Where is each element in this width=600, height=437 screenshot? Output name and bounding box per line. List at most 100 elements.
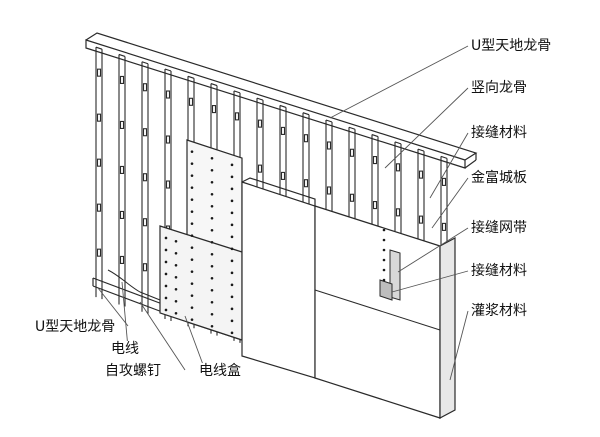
- leader-electric-box: [184, 315, 206, 371]
- screw-dot: [382, 238, 386, 242]
- screw-dot: [164, 236, 168, 240]
- top-u-track: [85, 32, 478, 169]
- screw-dot: [190, 270, 194, 273]
- screw-dot: [382, 228, 386, 232]
- screw-dot: [230, 187, 234, 191]
- screw-dot: [210, 240, 214, 244]
- screw-dot: [190, 150, 194, 153]
- screw-dot: [164, 260, 168, 264]
- leader-u-track-bottom: [97, 287, 129, 327]
- screw-dot: [382, 248, 386, 252]
- screw-dot: [174, 299, 178, 303]
- screw-dot: [174, 263, 178, 267]
- screw-dot: [164, 248, 168, 252]
- screw-dot: [190, 234, 194, 237]
- screw-dot: [230, 175, 234, 179]
- leader-grout-material: [449, 310, 469, 381]
- screw-dot: [190, 282, 194, 285]
- label-self-tapping-screw: 自攻螺钉: [104, 363, 162, 379]
- screw-dot: [210, 300, 214, 304]
- screw-dot: [190, 162, 194, 165]
- label-joint-material-2: 接缝材料: [470, 263, 528, 279]
- label-joint-material-1: 接缝材料: [470, 125, 528, 141]
- joint-tape-strip: [314, 249, 441, 331]
- screw-dot: [230, 223, 234, 227]
- screw-dot: [174, 311, 178, 315]
- screw-dot: [210, 228, 214, 232]
- right-board-panel: [241, 177, 456, 419]
- label-electric-wire: 电线: [110, 341, 140, 357]
- self-tapping-screws: [164, 150, 386, 335]
- screw-dot: [210, 276, 214, 280]
- vertical-stud: [118, 53, 126, 307]
- leader-vertical-stud: [384, 87, 469, 169]
- screw-dot: [164, 296, 168, 300]
- bottom-u-track: [92, 277, 166, 314]
- screw-dot: [230, 211, 234, 215]
- screw-dot: [210, 324, 214, 328]
- screw-dot: [210, 216, 214, 220]
- screw-dot: [190, 222, 194, 225]
- screw-dot: [210, 252, 214, 256]
- screw-dot: [190, 174, 194, 177]
- screw-dot: [230, 247, 234, 251]
- leader-joint-material-2: [391, 270, 469, 293]
- center-panel: [241, 181, 316, 379]
- screw-dot: [174, 251, 178, 255]
- screw-dot: [230, 283, 234, 287]
- screw-dot: [210, 192, 214, 196]
- screw-dot: [210, 180, 214, 184]
- label-grout-material: 灌浆材料: [470, 303, 528, 319]
- leader-lines: [97, 45, 469, 381]
- screw-dot: [190, 210, 194, 213]
- leader-joint-material-1: [429, 132, 469, 199]
- screw-dot: [230, 271, 234, 275]
- leader-screw: [139, 301, 186, 371]
- screw-dot: [210, 288, 214, 292]
- screw-dot: [230, 331, 234, 335]
- screw-dot: [190, 258, 194, 261]
- leader-joint-tape: [397, 227, 469, 273]
- screw-dot: [190, 246, 194, 249]
- screw-dot: [382, 268, 386, 272]
- screw-dot: [230, 199, 234, 203]
- leader-board: [431, 177, 469, 229]
- screw-dot: [174, 275, 178, 279]
- leader-u-track-top: [329, 45, 469, 119]
- leader-electric-wire: [121, 281, 129, 349]
- screw-dot: [164, 284, 168, 288]
- label-electric-box: 电线盒: [198, 363, 242, 379]
- screw-dot: [164, 308, 168, 312]
- electric-wire-line: [107, 269, 161, 301]
- label-joint-tape: 接缝网带: [470, 220, 528, 236]
- screw-dot: [210, 312, 214, 316]
- screw-dot: [164, 272, 168, 276]
- screw-dot: [210, 204, 214, 208]
- vertical-stud: [95, 46, 103, 300]
- screw-dot: [210, 156, 214, 160]
- screw-dot: [190, 186, 194, 189]
- screw-dot: [210, 264, 214, 268]
- screw-dot: [210, 168, 214, 172]
- screw-dot: [382, 278, 386, 282]
- vertical-stud: [141, 61, 149, 314]
- screw-dot: [190, 306, 194, 309]
- screw-dot: [382, 258, 386, 262]
- label-u-track-bottom: U型天地龙骨: [34, 319, 117, 335]
- screw-dot: [190, 318, 194, 321]
- screw-dot: [190, 294, 194, 297]
- left-board-panel: [159, 139, 243, 341]
- screw-dot: [174, 239, 178, 243]
- screw-dot: [230, 295, 234, 299]
- label-u-track-top: U型天地龙骨: [470, 38, 553, 54]
- screw-dot: [190, 198, 194, 201]
- screw-dot: [230, 307, 234, 311]
- screw-dot: [174, 287, 178, 291]
- screw-dot: [230, 235, 234, 239]
- screw-dot: [230, 163, 234, 167]
- label-board: 金富城板: [470, 170, 528, 186]
- label-vertical-stud: 竖向龙骨: [470, 80, 528, 96]
- screw-dot: [230, 319, 234, 323]
